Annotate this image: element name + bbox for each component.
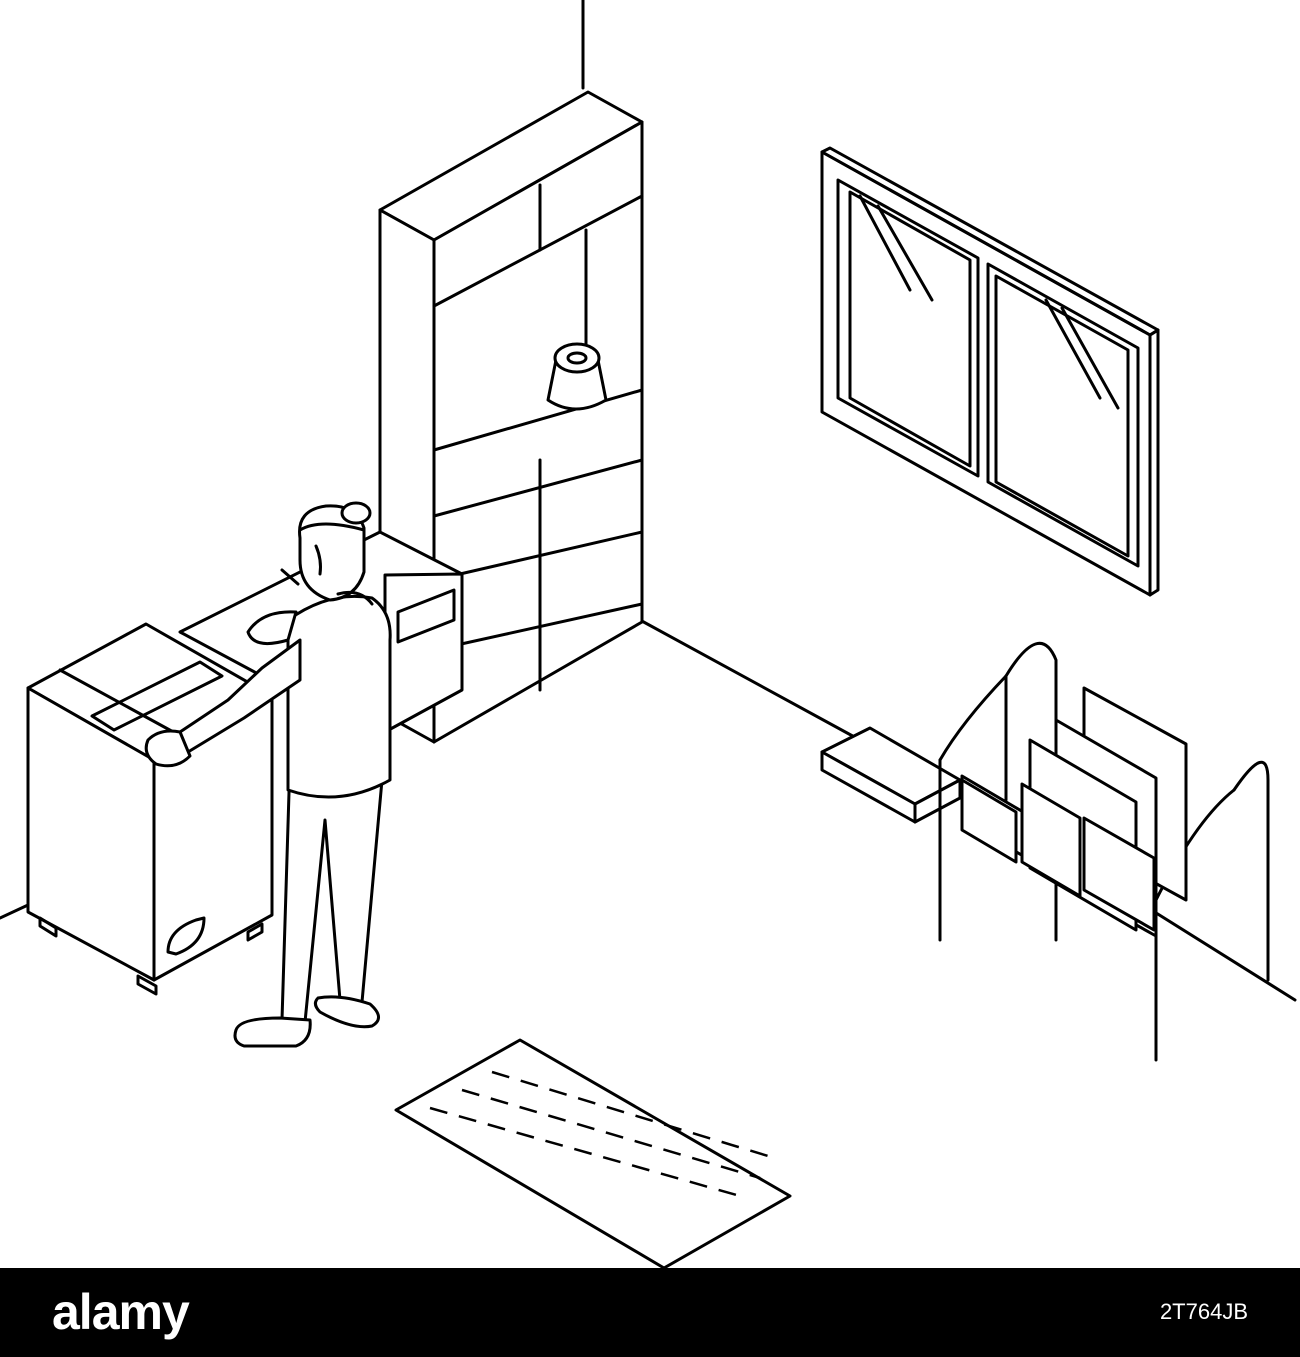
wall-shelf <box>820 726 962 824</box>
watermark-bar: alamy 2T764JB <box>0 1268 1300 1357</box>
towel-rack <box>938 641 1270 1062</box>
bowl-on-shelf <box>546 342 608 411</box>
washing-machine <box>26 622 274 996</box>
alamy-logo: alamy <box>52 1284 190 1340</box>
image-id-label: 2T764JB <box>1159 1299 1248 1324</box>
window <box>820 146 1160 597</box>
illustration-scene <box>0 0 1297 1268</box>
floor-mat <box>394 1038 792 1268</box>
line-art <box>0 0 1297 1268</box>
shelving-unit <box>378 90 644 744</box>
person <box>144 501 392 1048</box>
